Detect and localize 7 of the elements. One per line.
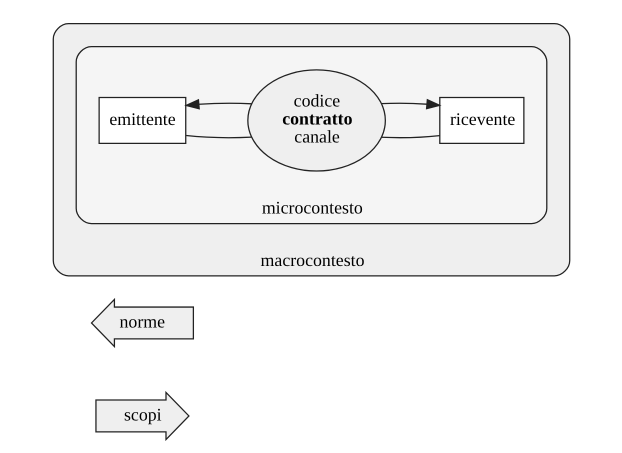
connector: [380, 134, 440, 138]
arrow: [184, 98, 252, 110]
node-box: ricevente: [438, 96, 524, 144]
connector: [186, 134, 252, 138]
node-ellipse: codice contratto canale: [246, 69, 386, 172]
arrow: [380, 98, 442, 110]
node-box: emittente: [98, 96, 186, 144]
